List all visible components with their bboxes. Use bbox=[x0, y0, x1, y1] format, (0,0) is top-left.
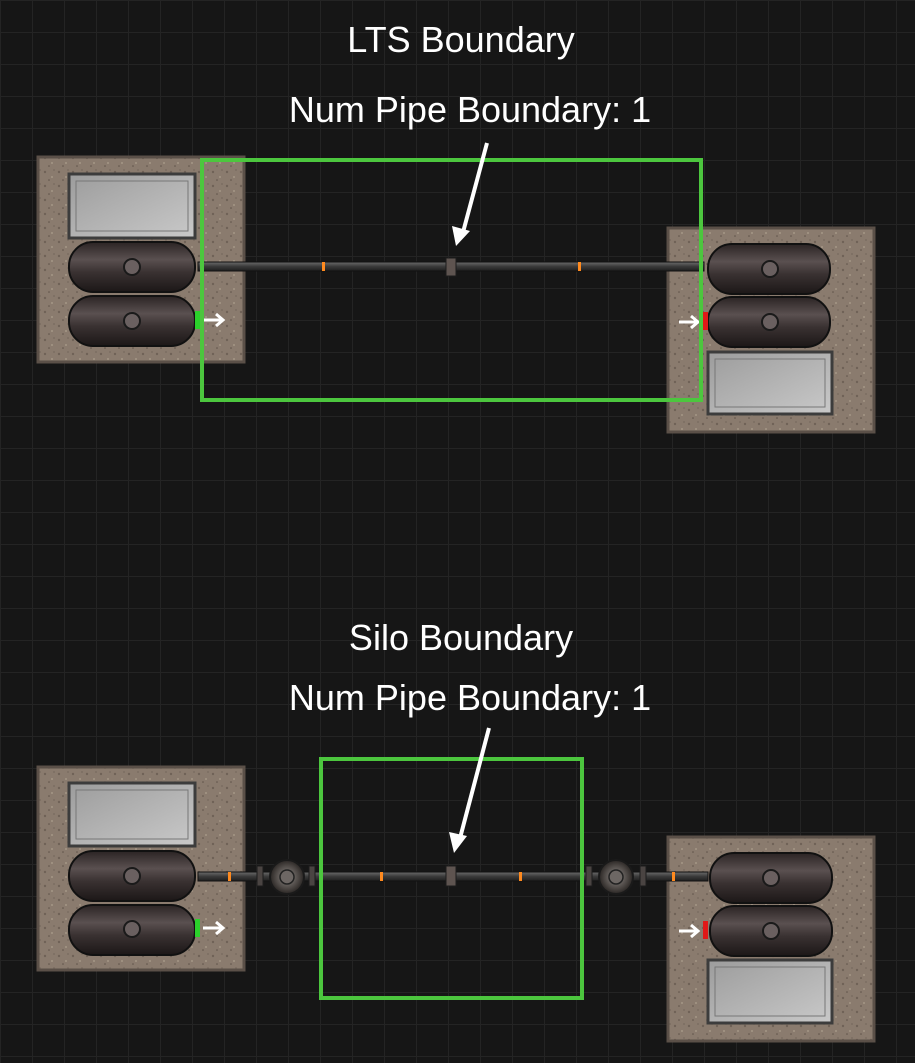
pump-icon bbox=[598, 859, 634, 895]
lts-boundary-box bbox=[200, 158, 703, 402]
storage-tank-icon[interactable] bbox=[666, 835, 876, 1043]
input-marker bbox=[195, 311, 200, 329]
silo-pipe-count: Num Pipe Boundary: 1 bbox=[288, 677, 652, 718]
arrow-icon bbox=[203, 920, 226, 936]
pump-icon bbox=[269, 859, 305, 895]
arrow-icon bbox=[679, 314, 701, 330]
arrow-icon bbox=[203, 312, 226, 328]
input-marker bbox=[195, 919, 200, 937]
pointer-arrow-icon bbox=[452, 142, 489, 246]
lts-title: LTS Boundary bbox=[347, 19, 575, 60]
silo-boundary-box bbox=[319, 757, 584, 1000]
storage-tank-icon[interactable] bbox=[36, 155, 246, 364]
pointer-arrow-icon bbox=[449, 727, 491, 853]
pipe-icon bbox=[197, 257, 705, 277]
silo-title: Silo Boundary bbox=[348, 617, 574, 658]
storage-tank-icon[interactable] bbox=[36, 765, 246, 972]
output-marker bbox=[703, 921, 708, 939]
pipe-icon bbox=[197, 865, 709, 887]
arrow-icon bbox=[679, 923, 701, 939]
output-marker bbox=[703, 312, 708, 330]
lts-pipe-count: Num Pipe Boundary: 1 bbox=[288, 89, 652, 130]
